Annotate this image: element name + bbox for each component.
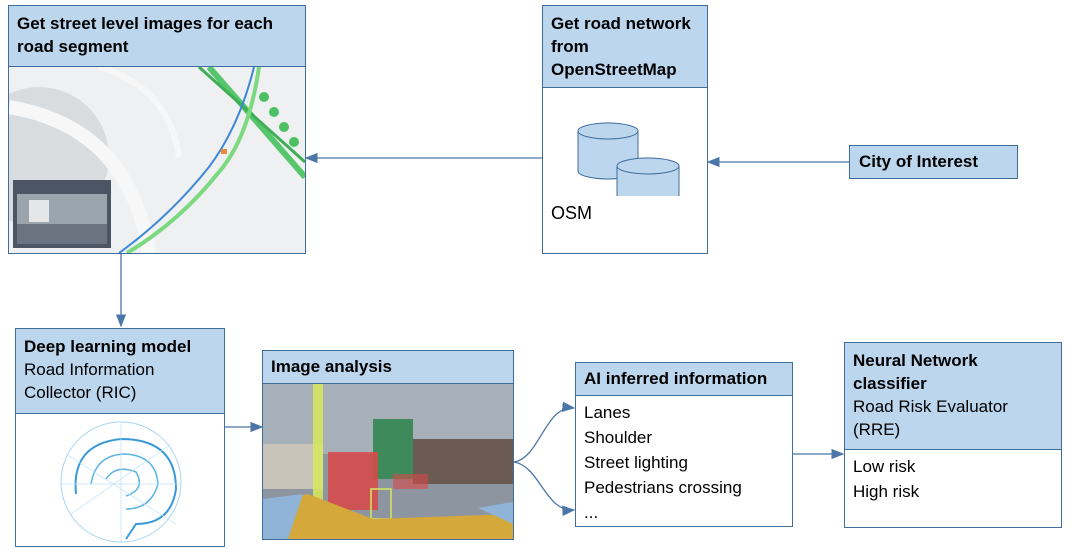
city-of-interest-box: City of Interest [849,145,1018,179]
classifier-subtitle: Road Risk Evaluator (RRE) [853,397,1008,439]
map-screenshot [9,67,305,253]
database-icon [577,122,680,196]
city-of-interest-label: City of Interest [859,152,979,171]
ai-inferred-list: Lanes Shoulder Street lighting Pedestria… [576,396,792,529]
classifier-header: Neural Network classifier Road Risk Eval… [845,343,1061,450]
ai-inferred-header: AI inferred information [576,363,792,396]
ai-inferred-box: AI inferred information Lanes Shoulder S… [575,362,793,527]
image-analysis-title: Image analysis [271,357,392,376]
deep-learning-title: Deep learning model [24,337,192,356]
ai-inferred-title: AI inferred information [584,369,768,388]
deep-learning-box: Deep learning model Road Information Col… [15,328,225,547]
list-item: Street lighting [584,453,688,472]
image-analysis-header: Image analysis [263,351,513,384]
arrow-analysis-to-ai-upper [513,401,576,463]
street-images-box: Get street level images for each road se… [8,5,306,254]
brain-network-illustration [60,421,182,543]
classifier-title: Neural Network classifier [853,351,978,393]
image-analysis-box: Image analysis [262,350,514,540]
list-item: Lanes [584,403,631,422]
classifier-list: Low risk High risk [845,450,1061,508]
list-item: ... [584,503,599,522]
road-network-box: Get road network from OpenStreetMap OSM [542,5,708,254]
list-item: Shoulder [584,428,653,447]
osm-label: OSM [551,203,593,223]
street-images-title: Get street level images for each road se… [17,14,274,56]
list-item: High risk [853,482,920,501]
arrow-analysis-to-ai-lower [513,461,576,516]
list-item: Pedestrians crossing [584,478,742,497]
road-network-title: Get road network from OpenStreetMap [551,14,691,79]
road-network-header: Get road network from OpenStreetMap [543,6,707,88]
list-item: Low risk [853,457,916,476]
deep-learning-subtitle: Road Information Collector (RIC) [24,360,155,402]
street-images-header: Get street level images for each road se… [9,6,305,67]
classifier-box: Neural Network classifier Road Risk Eval… [844,342,1062,528]
street-analysis-photo [263,384,513,539]
deep-learning-header: Deep learning model Road Information Col… [16,329,224,414]
